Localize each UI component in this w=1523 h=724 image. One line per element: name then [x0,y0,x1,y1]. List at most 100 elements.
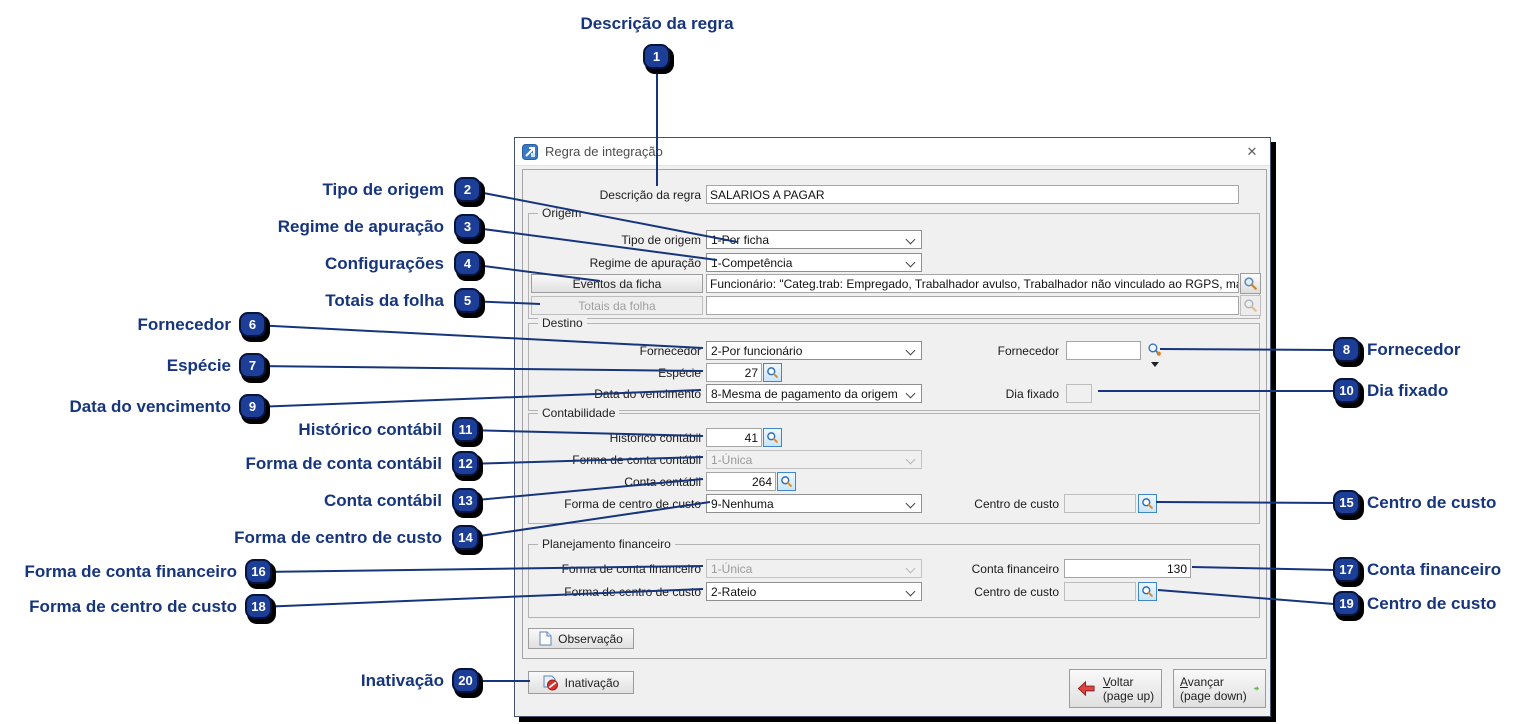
historico-contabil-lookup-button[interactable] [763,428,782,447]
callout-badge-8: 8 [1333,337,1360,362]
fornecedor-dropdown-arrow-icon[interactable] [1151,362,1159,367]
descricao-label: Descrição da regra [599,188,701,202]
forma-centro-custo-plan-label: Forma de centro de custo [564,585,701,599]
callout-label-15: Centro de custo [1367,493,1497,512]
historico-contabil-label: Histórico contábil [609,431,701,445]
app-icon [522,143,538,160]
callout-label-11: Histórico contábil [298,420,442,439]
callout-badge-7: 7 [239,353,266,378]
callout-badge-18: 18 [245,594,272,619]
descricao-input[interactable] [706,185,1239,204]
title-bar: Regra de integração ✕ [515,138,1270,166]
callout-badge-16: 16 [245,559,272,584]
callout-label-19: Centro de custo [1367,594,1497,613]
forma-conta-contabil-combobox: 1-Única [706,450,922,469]
inactivate-icon [543,675,558,690]
fornecedor-forma-combobox[interactable]: 2-Por funcionário [706,341,922,360]
callout-badge-5: 5 [454,288,481,313]
totais-folha-button: Totais da folha [531,296,703,315]
regra-integracao-dialog: Regra de integração ✕ Descrição da regra… [514,137,1271,717]
callout-label-10: Dia fixado [1367,381,1449,400]
callout-label-4: Configurações [324,254,444,273]
eventos-ficha-text[interactable]: Funcionário: "Categ.trab: Empregado, Tra… [706,274,1239,293]
eventos-ficha-button[interactable]: Eventos da ficha [531,274,703,293]
regime-apuracao-combobox[interactable]: 1-Competência [706,253,922,272]
dia-fixado-label: Dia fixado [1005,387,1059,401]
centro-custo-contab-lookup-button[interactable] [1138,494,1157,513]
conta-financeiro-input[interactable] [1064,559,1191,578]
callout-badge-13: 13 [452,488,479,513]
centro-custo-plan-lookup-button[interactable] [1138,582,1157,601]
data-vencimento-label: Data do vencimento [594,387,701,401]
callout-label-14: Forma de centro de custo [234,528,442,547]
inativacao-button[interactable]: Inativação [528,671,634,694]
voltar-button[interactable]: Voltar (page up) [1069,669,1162,708]
callout-badge-6: 6 [239,312,266,337]
especie-label: Espécie [658,366,701,380]
callout-label-8: Fornecedor [1367,340,1461,359]
fornecedor-codigo-input[interactable] [1066,341,1141,360]
centro-custo-contab-label: Centro de custo [974,497,1059,511]
totais-folha-magnifier-button [1240,295,1261,316]
magnifier-icon [1142,498,1153,509]
callout-badge-12: 12 [452,451,479,476]
forma-centro-custo-plan-combobox[interactable]: 2-Rateio [706,582,922,601]
magnifier-icon [767,432,778,443]
close-icon[interactable]: ✕ [1246,144,1258,159]
avancar-button[interactable]: Avançar (page down) [1173,669,1266,708]
tipo-origem-label: Tipo de origem [621,233,701,247]
centro-custo-plan-label: Centro de custo [974,585,1059,599]
data-vencimento-combobox[interactable]: 8-Mesma de pagamento da origem [706,384,922,403]
callout-badge-9: 9 [239,394,266,419]
voltar-sublabel: (page up) [1102,688,1155,703]
historico-contabil-input[interactable] [706,428,762,447]
callout-label-6: Fornecedor [137,315,231,334]
callout-label-13: Conta contábil [323,491,442,510]
conta-contabil-lookup-button[interactable] [777,472,796,491]
callout-badge-17: 17 [1333,557,1360,582]
observacao-button[interactable]: Observação [528,628,634,649]
especie-input[interactable] [706,363,762,382]
conta-financeiro-label: Conta financeiro [971,562,1059,576]
observacao-label: Observação [558,631,623,646]
tipo-origem-combobox[interactable]: 1-Por ficha [706,230,922,249]
voltar-label: Voltar [1102,674,1134,689]
magnifier-icon [1142,586,1153,597]
inativacao-label: Inativação [564,675,620,690]
forma-conta-contabil-value: 1-Única [711,453,753,467]
fornecedor-lookup-icon[interactable] [1147,342,1162,357]
callout-badge-20: 20 [452,668,479,693]
green-right-arrow-icon [1254,686,1259,691]
totais-folha-text[interactable] [706,296,1239,315]
dialog-title: Regra de integração [545,144,663,159]
callout-label-18: Forma de centro de custo [29,597,237,616]
magnifier-icon [781,476,792,487]
especie-lookup-button[interactable] [763,363,782,382]
callout-badge-19: 19 [1333,591,1360,616]
callout-label-7: Espécie [166,356,231,375]
forma-centro-custo-plan-value: 2-Rateio [711,585,757,599]
origem-legend: Origem [538,206,586,220]
centro-custo-contab-input [1064,494,1136,513]
contabilidade-groupbox: Contabilidade [528,406,1260,524]
chevron-down-icon [905,498,916,509]
callout-label-2: Tipo de origem [322,180,444,199]
callout-label-16: Forma de conta financeiro [24,562,237,581]
callout-badge-1: 1 [643,44,670,69]
forma-centro-custo-contab-combobox[interactable]: 9-Nenhuma [706,494,922,513]
callout-badge-2: 2 [454,177,481,202]
fornecedor-codigo-label: Fornecedor [997,344,1059,358]
fornecedor-forma-value: 2-Por funcionário [711,344,803,358]
forma-conta-financeiro-label: Forma de conta financeiro [561,562,701,576]
magnifier-icon [767,367,778,378]
chevron-down-icon [905,563,916,574]
avancar-sublabel: (page down) [1180,688,1247,703]
chevron-down-icon [905,257,916,268]
destino-legend: Destino [538,316,587,330]
conta-contabil-input[interactable] [706,472,776,491]
eventos-ficha-magnifier-button[interactable] [1240,273,1261,294]
avancar-label: Avançar [1180,674,1224,689]
forma-conta-financeiro-combobox: 1-Única [706,559,922,578]
callout-badge-14: 14 [452,525,479,550]
